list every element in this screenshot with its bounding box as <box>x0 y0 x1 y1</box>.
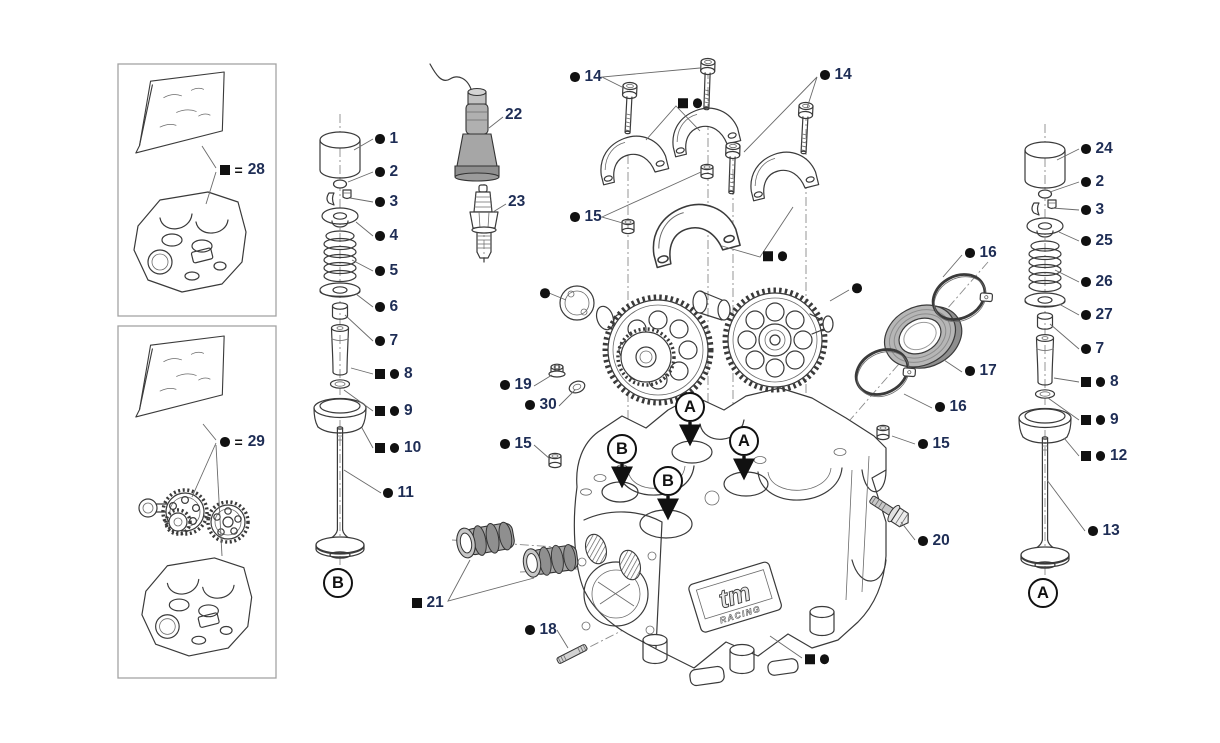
seal-ring <box>884 304 963 369</box>
stud <box>556 644 588 664</box>
legend-box-gasket-29 <box>117 325 277 679</box>
cylinder-head: tm RACING <box>573 387 887 687</box>
mini-camshafts <box>138 488 250 544</box>
valve-stack-exhaust <box>313 113 367 581</box>
intake-sleeve-2 <box>522 544 579 578</box>
spark-plug <box>469 184 499 263</box>
camshaft-right <box>692 287 834 393</box>
head-bosses <box>642 605 835 687</box>
flange-nut <box>548 363 566 378</box>
oil-plug-bolt <box>869 495 909 528</box>
valve-stack-intake <box>1018 123 1072 591</box>
casting-logo-plate: tm RACING <box>688 561 782 633</box>
intake-sleeve-1 <box>456 521 515 559</box>
legend-box-gasket-28 <box>117 63 277 317</box>
leader-lines <box>343 67 1086 659</box>
camshaft-left <box>559 285 714 406</box>
valve-position-arrows <box>610 422 756 521</box>
washer <box>568 380 586 394</box>
spark-plug-cap <box>429 63 500 182</box>
